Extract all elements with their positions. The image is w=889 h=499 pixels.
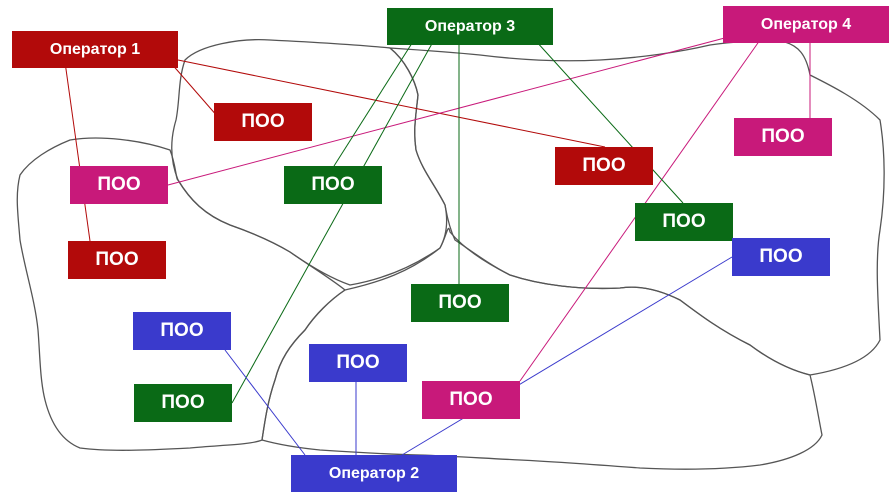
poo-node-b2: ПОО [133,312,231,350]
operator-3-label: Оператор 3 [387,8,553,45]
connection-lines [64,34,811,456]
poo-node-g4: ПОО [134,384,232,422]
region-boundary [261,227,823,470]
poo-node-m3: ПОО [422,381,520,419]
operator-4-label: Оператор 4 [723,6,889,43]
link-op2-b1 [401,256,733,456]
link-op4-m2 [167,34,737,186]
poo-node-r3: ПОО [68,241,166,279]
region-boundary [171,39,448,286]
link-op2-b2 [224,349,306,456]
operator-2-label: Оператор 2 [291,455,457,492]
link-op3-g2 [534,39,684,204]
region-boundary [387,40,885,376]
poo-node-b3: ПОО [309,344,407,382]
link-op3-g1 [333,39,415,167]
poo-node-m1: ПОО [734,118,832,156]
poo-node-g3: ПОО [411,284,509,322]
link-op3-g4 [231,39,435,404]
poo-node-g1: ПОО [284,166,382,204]
poo-node-r1: ПОО [214,103,312,141]
region-boundaries [16,39,885,470]
link-op1-r1 [169,61,219,118]
poo-node-r2: ПОО [555,147,653,185]
poo-node-b1: ПОО [732,238,830,276]
link-op1-r3 [64,61,91,242]
link-op1-r2 [177,59,606,148]
poo-node-g2: ПОО [635,203,733,241]
operator-1-label: Оператор 1 [12,31,178,68]
poo-node-m2: ПОО [70,166,168,204]
